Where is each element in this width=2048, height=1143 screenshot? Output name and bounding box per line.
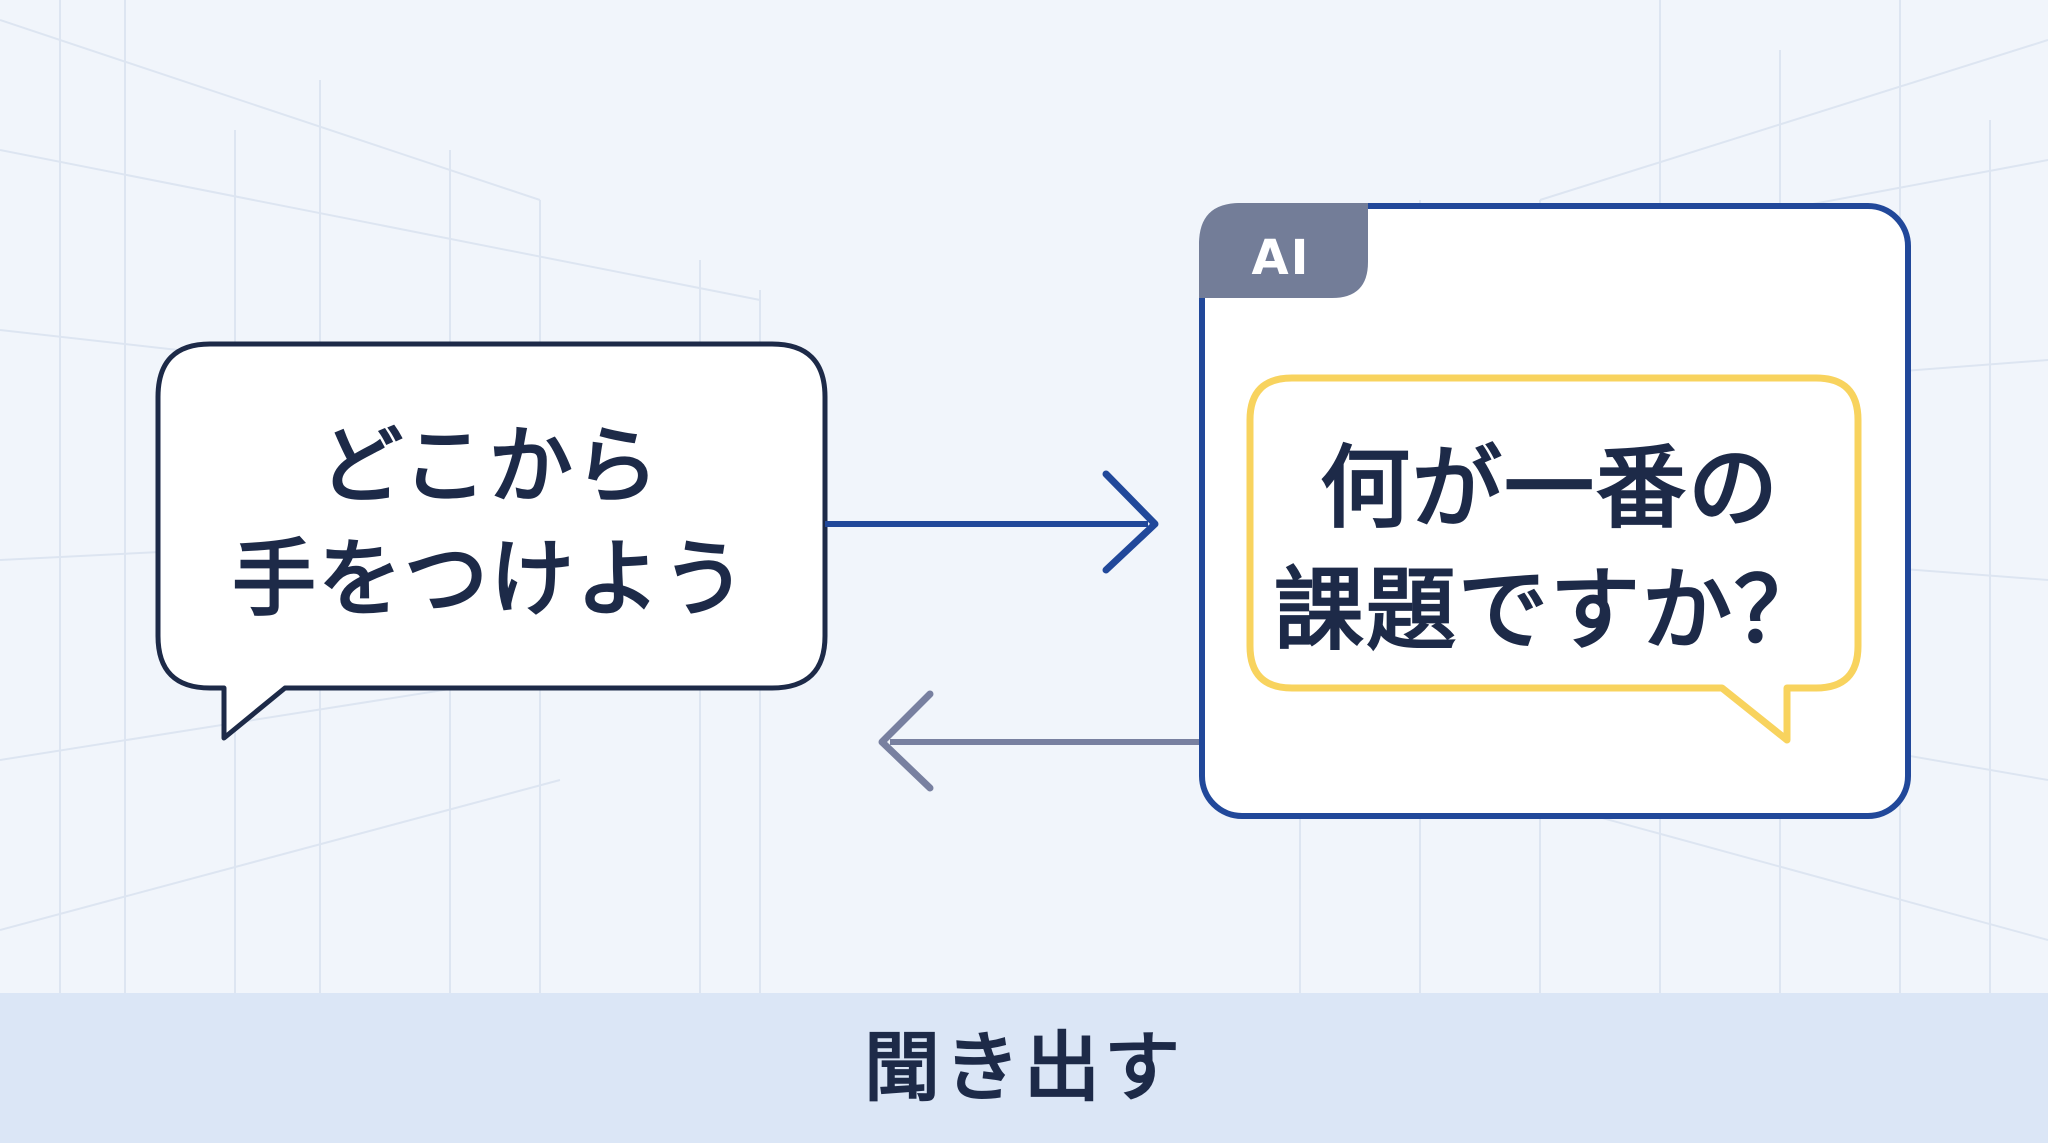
ai-question-line-1: 何が一番の [1320, 436, 1780, 541]
right-arrow [825, 470, 1159, 574]
footer-bar: 聞き出す [0, 993, 2048, 1143]
ai-tag-badge [1199, 203, 1368, 298]
left-bubble-line-2: 手をつけよう [231, 530, 748, 629]
ai-question-line-2: 課題ですか？ [1274, 557, 1826, 663]
ai-tag-label: AI [1251, 230, 1311, 286]
ai-question-text: 何が一番の 課題ですか？ [1250, 428, 1850, 671]
left-bubble-outline [155, 341, 828, 741]
footer-label: 聞き出す [864, 1023, 1184, 1112]
left-bubble-line-1: どこから [319, 417, 661, 515]
ai-question-bubble-outline [1246, 374, 1862, 744]
left-bubble-text: どこから 手をつけよう [160, 410, 820, 637]
left-arrow [878, 690, 1202, 792]
